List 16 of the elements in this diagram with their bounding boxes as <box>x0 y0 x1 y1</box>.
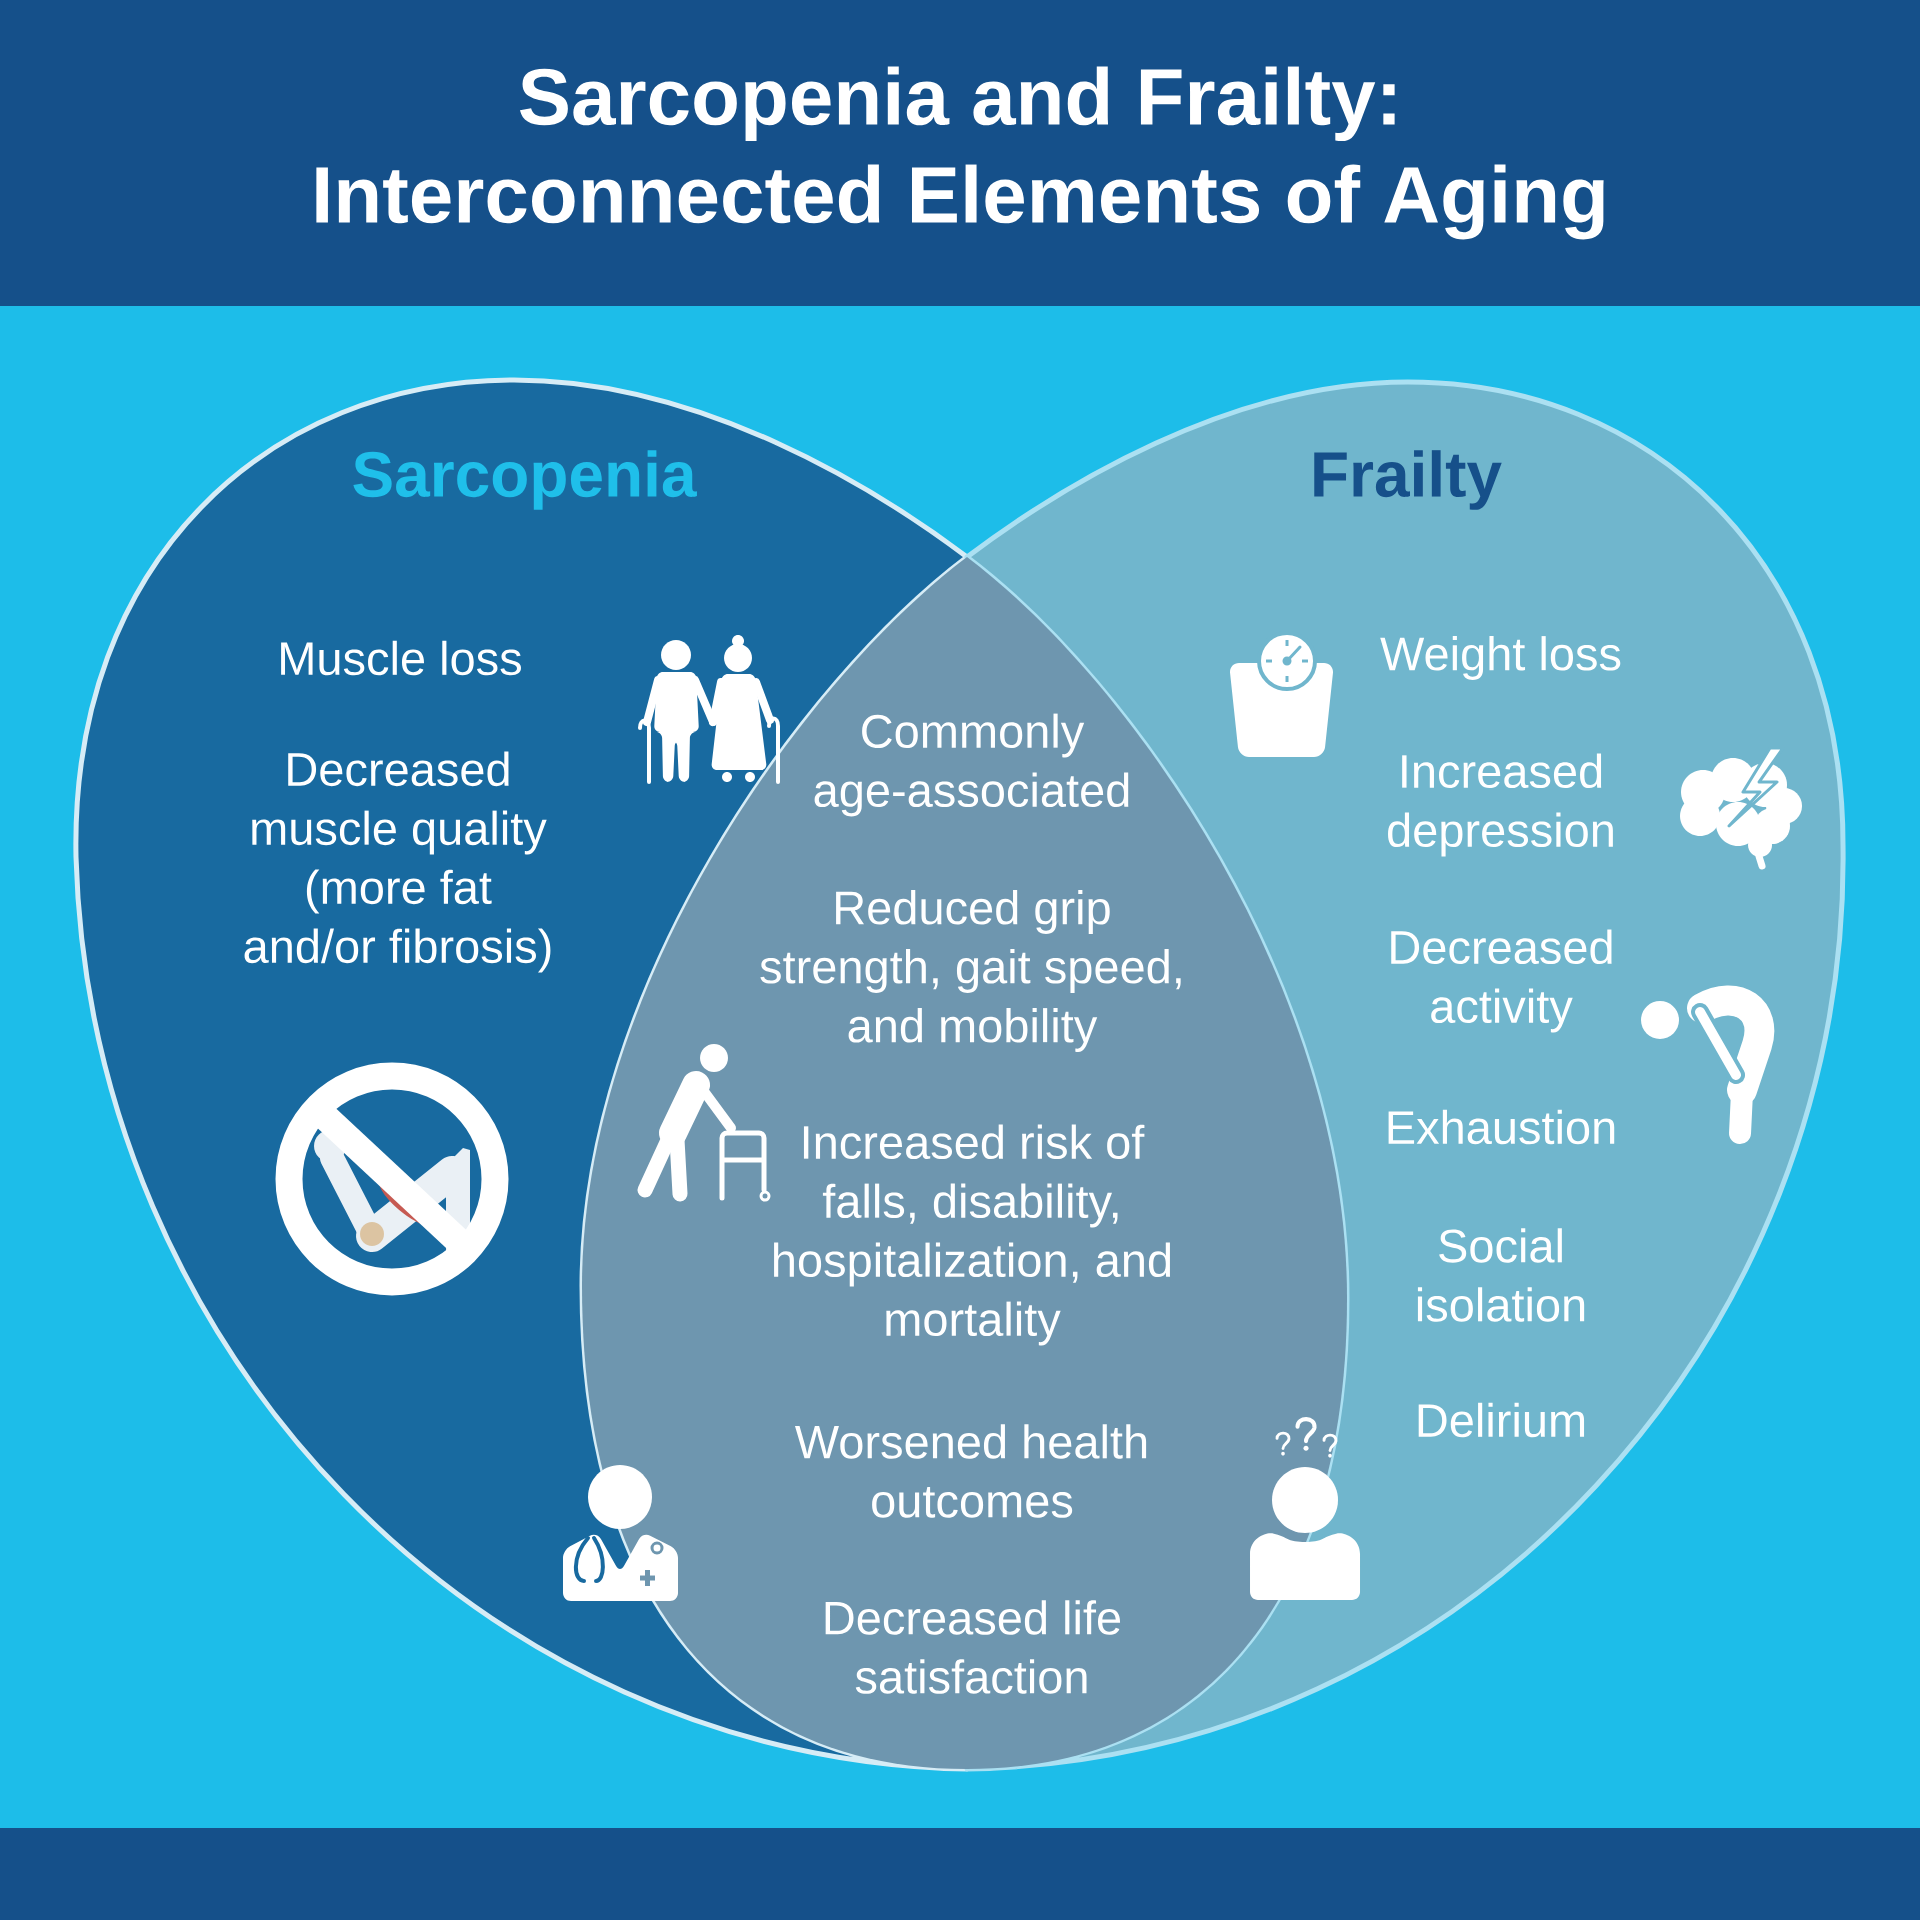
item-text: Increased depression <box>1388 753 1613 857</box>
item-text: Decreased life satisfaction <box>825 1600 1121 1694</box>
item-text: Muscle loss <box>281 640 521 676</box>
item-text: Commonly age-associated <box>814 713 1129 817</box>
region-heading: Frailty <box>1314 450 1502 510</box>
region-heading: Sarcopenia <box>353 450 697 510</box>
item-text: Weight loss <box>1380 636 1621 680</box>
item-text: Decreased muscle quality (more fat and/or fibrosis) <box>244 751 551 973</box>
item-text: Worsened health outcomes <box>794 1424 1147 1518</box>
item-text: Social isolation <box>1417 1228 1585 1322</box>
item-text: Exhaustion <box>1388 1109 1615 1145</box>
item-text: Increased risk of falls, disability, hospitalization, and mortality <box>774 1124 1171 1346</box>
item-text: Reduced grip strength, gait speed, and mobility <box>760 890 1181 1052</box>
item-text: Delirium <box>1418 1402 1585 1438</box>
item-text: Decreased activity <box>1391 929 1612 1033</box>
title: Sarcopenia and Frailty: Interconnected Elements of Aging <box>316 66 1604 240</box>
